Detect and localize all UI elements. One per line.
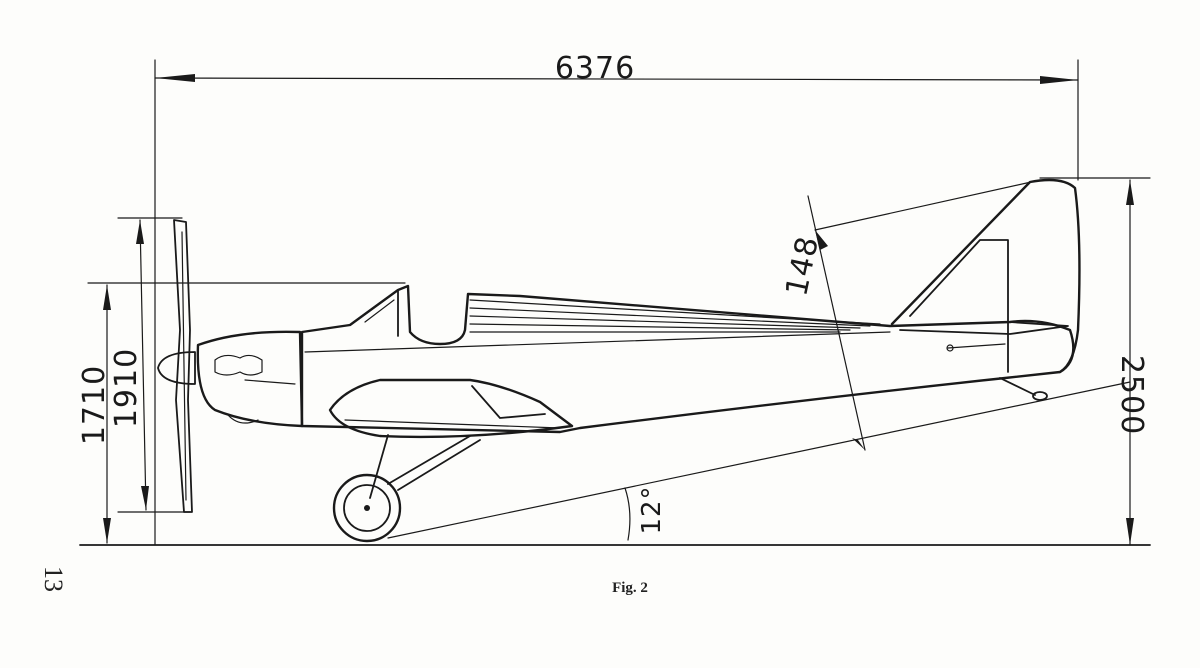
overall-length-label: 6376 xyxy=(555,51,635,86)
control-horn xyxy=(946,344,954,352)
propeller-diameter-label: 1910 xyxy=(109,348,144,428)
cowl-chin xyxy=(227,414,259,424)
tail-skid xyxy=(999,377,1036,396)
tail-wheel xyxy=(1032,391,1048,401)
tail-offset-dimension: 148 xyxy=(779,179,1041,451)
overall-height-label: 2500 xyxy=(1114,355,1149,435)
windshield xyxy=(349,289,399,337)
overall-length-dimension: 6376 xyxy=(154,51,1079,546)
ground-angle-label: 12° xyxy=(637,485,667,534)
main-wheel xyxy=(332,473,402,543)
figure-caption: Fig. 2 xyxy=(612,580,648,596)
fuselage xyxy=(300,284,1075,434)
page-number: 13 xyxy=(39,566,68,592)
wing xyxy=(328,378,574,439)
rudder-hinge xyxy=(909,239,1009,373)
ground-angle-dimension: 12° xyxy=(387,381,1131,541)
main-landing-gear xyxy=(332,434,481,543)
tail-offset-label: 148 xyxy=(779,233,826,299)
canopy-height-label: 1710 xyxy=(77,365,112,445)
aileron xyxy=(471,385,546,419)
propeller-diameter-dimension: 1910 xyxy=(109,217,191,513)
spinner xyxy=(157,351,196,385)
vertical-fin xyxy=(890,178,1081,374)
horizontal-stabilizer xyxy=(889,321,1069,335)
turtle-deck-hatching xyxy=(469,299,881,333)
aircraft xyxy=(157,178,1081,543)
cylinder-heads xyxy=(214,354,263,376)
canopy-height-dimension: 1710 xyxy=(77,282,406,544)
overall-height-dimension: 2500 xyxy=(1039,177,1151,546)
engine-cowling xyxy=(196,330,304,428)
